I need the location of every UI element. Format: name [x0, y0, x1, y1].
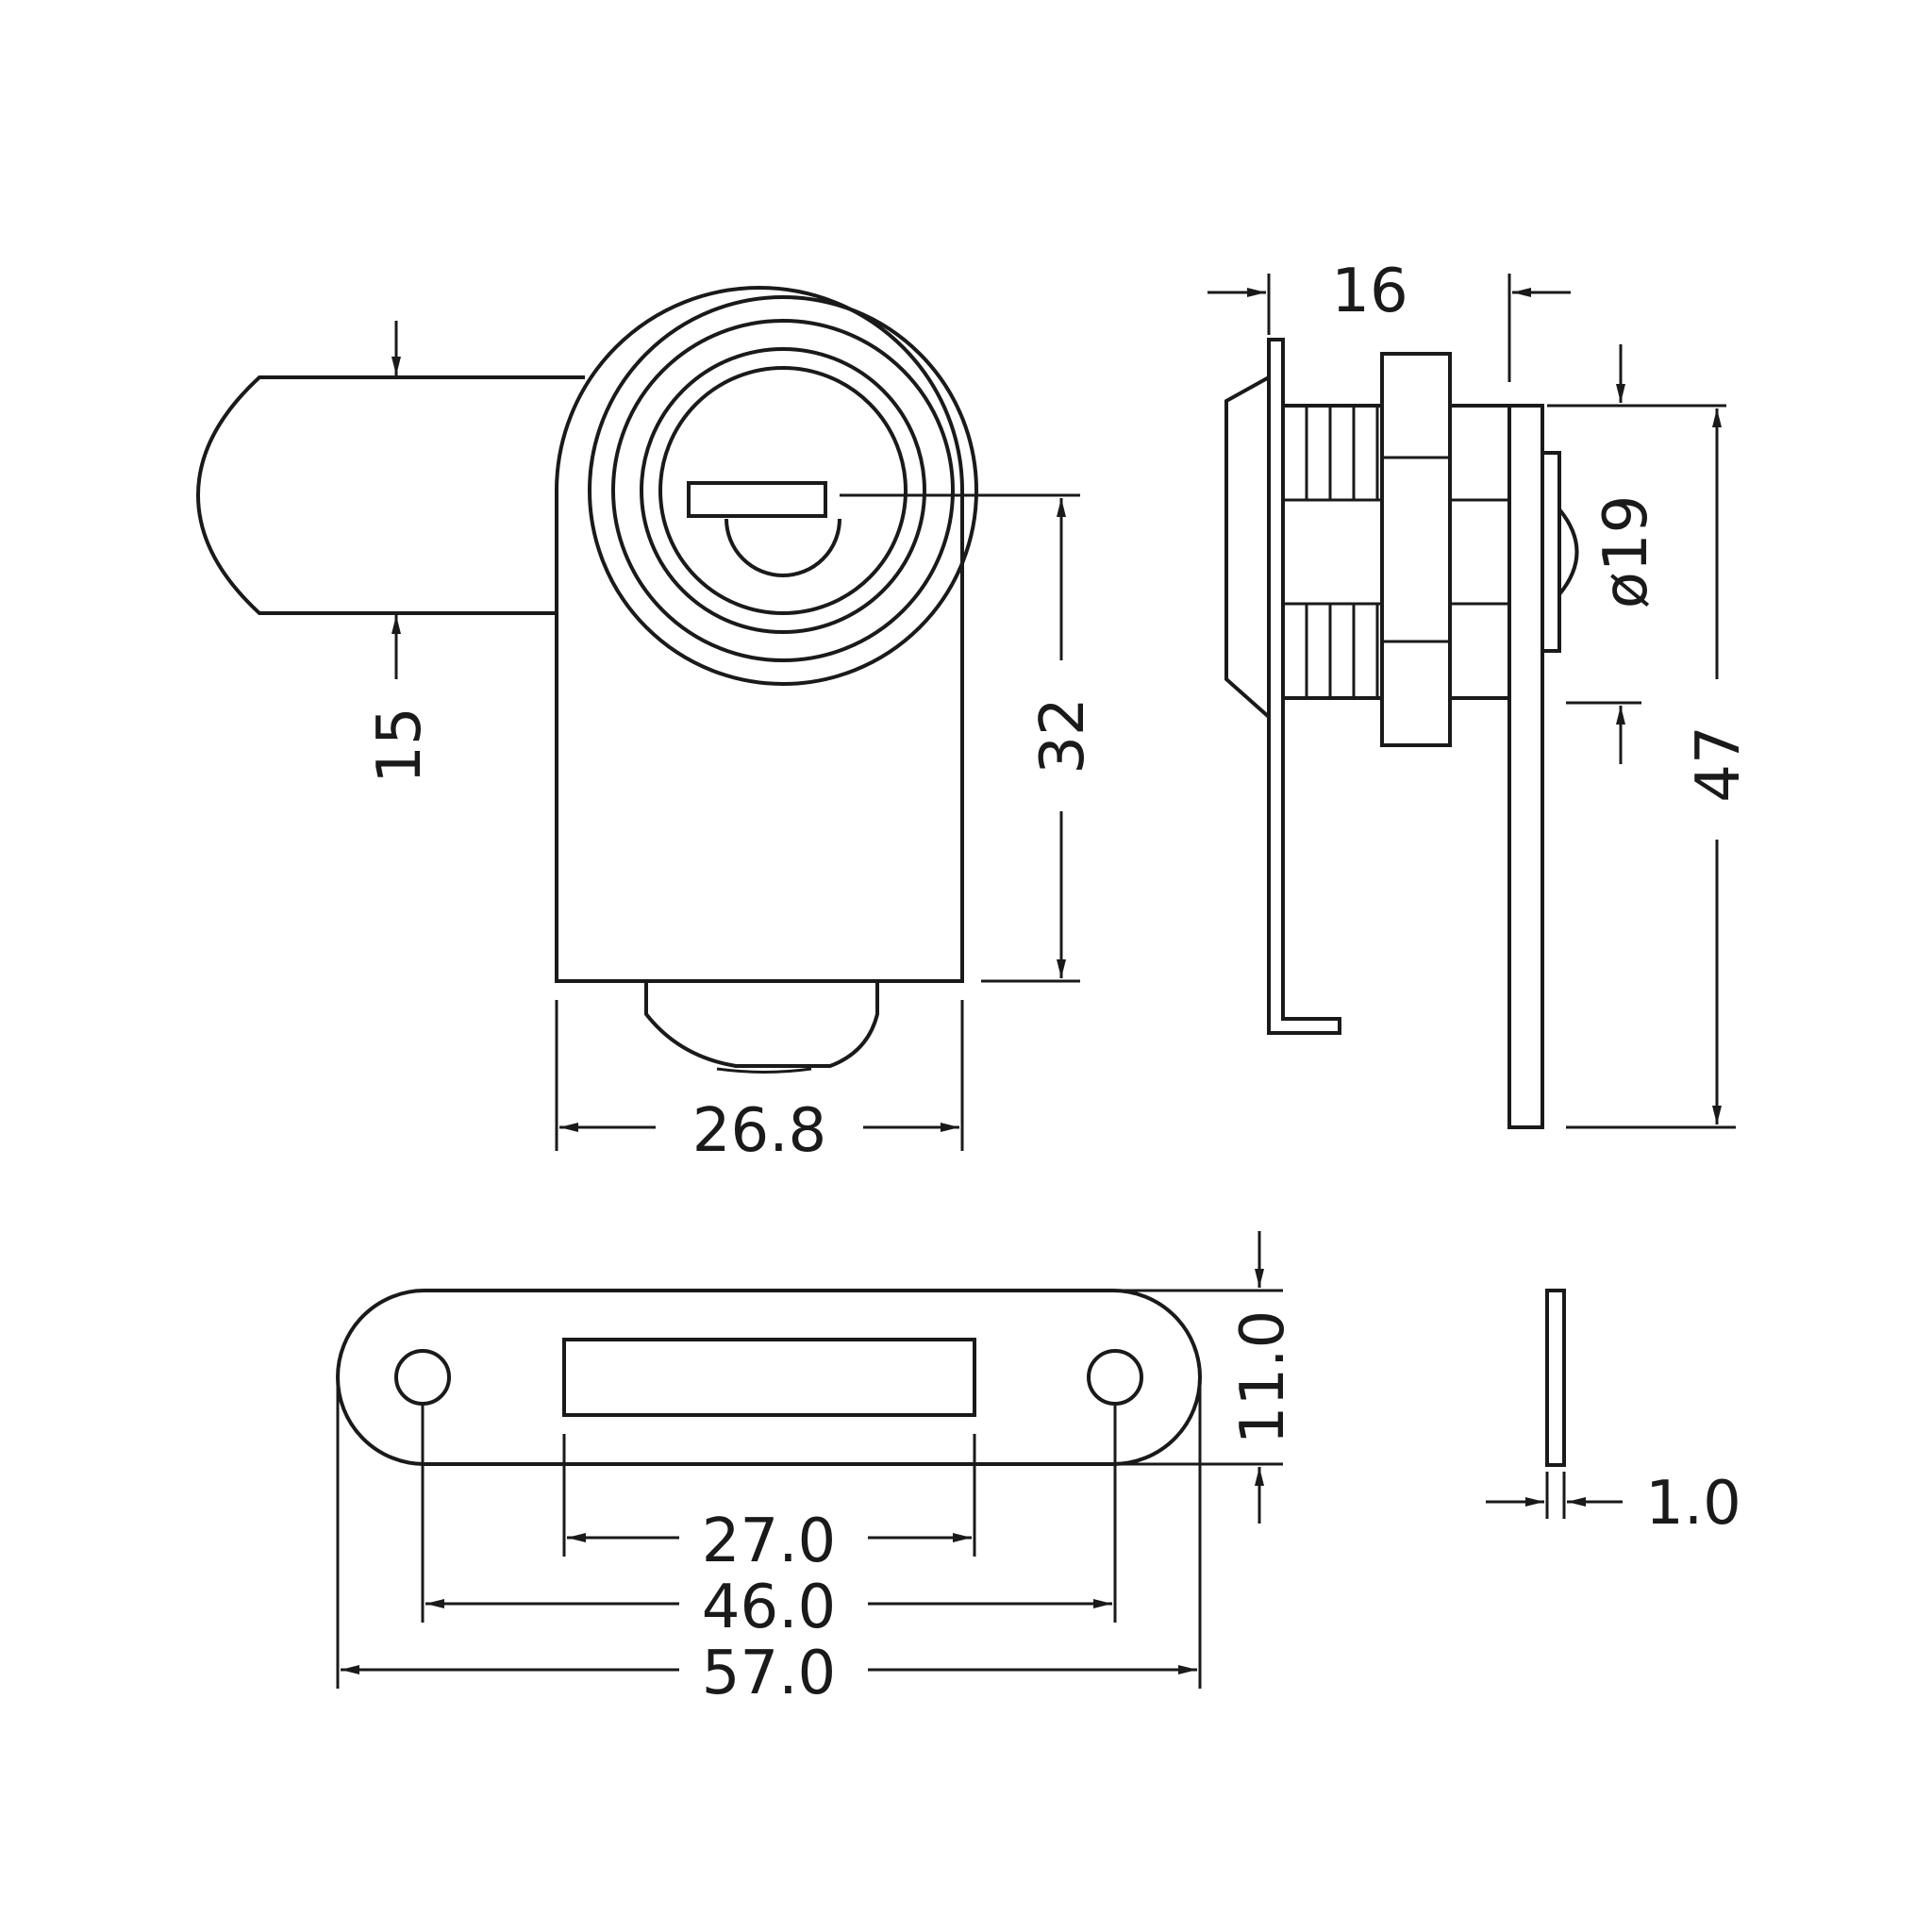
side-view: 16 ø19 47: [1208, 257, 1754, 1129]
bottom-cam: [644, 983, 879, 1068]
dim-key-to-bottom: 32: [1028, 697, 1098, 774]
cam-bar: [195, 375, 585, 615]
bezel: [1224, 375, 1271, 722]
dim-plate-thickness: 1.0: [1645, 1469, 1741, 1539]
dim-plate-height: 11.0: [1228, 1310, 1298, 1445]
strike-plate-view: 11.0 27.0 46.0 57.0: [336, 1231, 1298, 1708]
back-screw: [1557, 508, 1579, 596]
lock-body: [555, 286, 964, 983]
back-washer: [1541, 451, 1561, 653]
inner-ring: [640, 347, 926, 634]
front-view: 15 32 26.8: [195, 286, 1098, 1166]
thread-lines: [1283, 408, 1509, 696]
dim-diameter: ø19: [1591, 495, 1661, 609]
key-plug: [724, 518, 841, 577]
plate-edge: [1545, 1289, 1566, 1467]
dim-total-height: 47: [1684, 725, 1754, 802]
nut: [1380, 352, 1452, 747]
right-hole: [1087, 1349, 1143, 1406]
strike-plate-edge-view: 1.0: [1486, 1289, 1741, 1539]
middle-ring: [611, 319, 955, 662]
cam-plate: [1507, 404, 1544, 1129]
dim-plate-length: 57.0: [702, 1639, 837, 1708]
bottom-cam-arc: [716, 1067, 812, 1074]
dim-hole-spacing: 46.0: [702, 1573, 837, 1642]
key-slot: [687, 481, 827, 518]
front-plate: [1267, 338, 1341, 1035]
left-hole: [394, 1349, 451, 1406]
strike-plate: [336, 1289, 1202, 1466]
outer-ring: [588, 295, 978, 686]
dim-body-depth: 16: [1331, 257, 1407, 326]
dim-cam-width: 15: [365, 707, 435, 783]
strike-slot: [562, 1338, 976, 1417]
core-ring: [658, 366, 908, 615]
dim-slot-length: 27.0: [702, 1507, 837, 1576]
dim-body-width: 26.8: [692, 1096, 827, 1166]
